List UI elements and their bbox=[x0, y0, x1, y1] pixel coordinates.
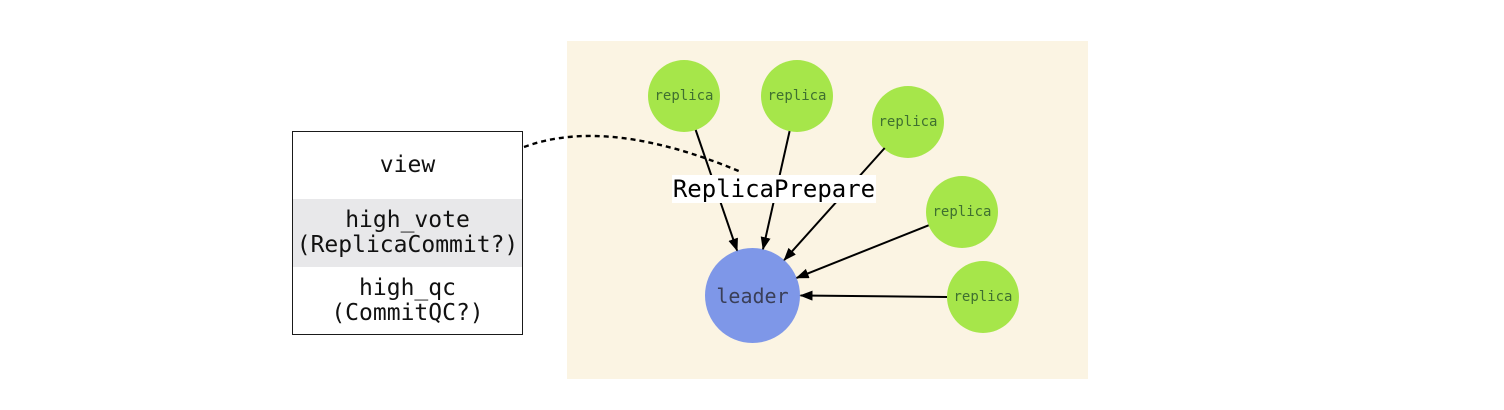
table-row-high-vote: high_vote (ReplicaCommit?) bbox=[293, 199, 522, 267]
leader-node-label: leader bbox=[716, 283, 789, 308]
replica-node-4: replica bbox=[926, 176, 998, 248]
replica-node-label: replica bbox=[767, 88, 827, 104]
message-label: ReplicaPrepare bbox=[672, 175, 876, 203]
replica-node-label: replica bbox=[932, 204, 992, 220]
table-cell-line: high_vote bbox=[345, 207, 470, 233]
table-cell-line: view bbox=[379, 152, 436, 178]
replica-node-1: replica bbox=[648, 60, 720, 132]
replica-node-3: replica bbox=[872, 86, 944, 158]
table-cell-line: (CommitQC?) bbox=[331, 299, 484, 326]
replica-node-label: replica bbox=[654, 88, 714, 104]
leader-node: leader bbox=[705, 248, 800, 343]
replica-node-label: replica bbox=[953, 289, 1013, 305]
replica-node-2: replica bbox=[761, 60, 833, 132]
replica-node-label: replica bbox=[878, 114, 938, 130]
table-row-high-qc: high_qc (CommitQC?) bbox=[293, 267, 522, 334]
replica-node-5: replica bbox=[947, 261, 1019, 333]
table-row-view: view bbox=[293, 132, 522, 199]
table-cell-line: high_qc bbox=[359, 274, 456, 301]
table-cell-line: (ReplicaCommit?) bbox=[296, 232, 519, 258]
state-table: view high_vote (ReplicaCommit?) high_qc … bbox=[292, 131, 523, 335]
